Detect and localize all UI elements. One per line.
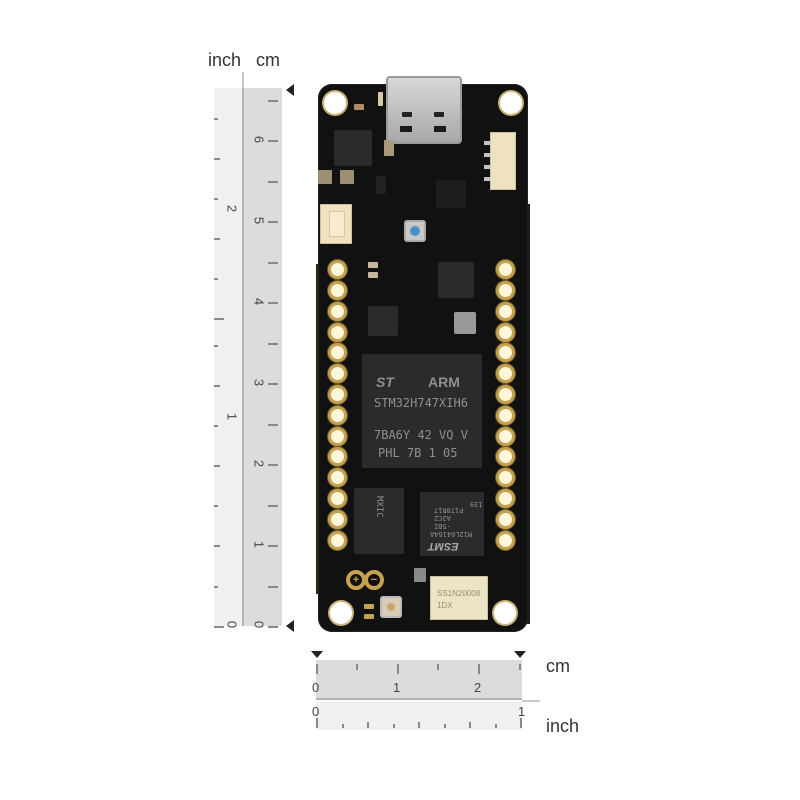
mcu-part-number: STM32H747XIH6 xyxy=(374,396,468,410)
pcb-board: ST ARM STM32H747XIH6 7BA6Y 42 VQ V PHL 7… xyxy=(316,76,530,632)
sdram-line2: -5BI xyxy=(434,522,451,530)
arduino-logo-icon: + − xyxy=(346,570,386,590)
hruler-left-marker-icon xyxy=(311,651,323,658)
vruler-cm-3: 3 xyxy=(251,378,267,387)
vruler-inch-label: inch xyxy=(208,50,242,70)
capacitor xyxy=(318,170,332,184)
flash-brand: MXIC xyxy=(374,496,384,518)
sdram-line1: M12L64164A xyxy=(430,530,473,538)
hruler-right-marker-icon xyxy=(514,651,526,658)
small-chip-silver xyxy=(454,312,476,334)
vruler-inch-1: 1 xyxy=(224,412,240,421)
vruler-cm-6: 6 xyxy=(251,135,267,144)
mounting-hole-bottom-right xyxy=(494,602,516,624)
smd-component xyxy=(368,272,378,278)
mcu-marking-line2: 7BA6Y 42 VQ V xyxy=(374,428,468,442)
hruler-inch-0: 0 xyxy=(312,704,320,719)
wireless-module: SS1N20008 1DX xyxy=(430,576,488,620)
vruler-top-marker-icon xyxy=(286,84,294,96)
bga-pmic xyxy=(436,180,466,208)
vruler-bottom-marker-icon xyxy=(286,620,294,632)
hruler-inch-label: inch xyxy=(546,716,580,736)
vruler-cm-0: 0 xyxy=(251,620,267,629)
capacitor xyxy=(340,170,354,184)
jst-connector-left xyxy=(320,204,352,244)
qfn-chip-top-left xyxy=(334,130,372,166)
hruler-cm-label: cm xyxy=(546,656,570,676)
vruler-inch-2: 2 xyxy=(224,204,240,213)
arm-logo: ARM xyxy=(428,374,460,390)
jst-connector-right xyxy=(484,132,516,190)
mounting-hole-bottom-left xyxy=(330,602,352,624)
module-line1: SS1N20008 xyxy=(437,589,481,598)
diode xyxy=(376,176,386,194)
flash-chip: MXIC xyxy=(354,488,404,554)
inductor xyxy=(414,568,426,582)
usb-c-connector xyxy=(386,76,462,144)
vruler-cm-scale xyxy=(242,88,282,628)
st-logo: ST xyxy=(376,374,394,390)
button-cap xyxy=(410,226,420,236)
vruler-cm-1: 1 xyxy=(251,540,267,549)
vruler-cm-4: 4 xyxy=(251,297,267,306)
module-line2: 1DX xyxy=(437,601,453,610)
vruler-cm-2: 2 xyxy=(251,459,267,468)
hruler-cm-2: 2 xyxy=(474,680,482,695)
ufl-antenna-connector xyxy=(380,596,402,618)
hruler-inch-1: 1 xyxy=(518,704,526,719)
sdram-line5: 139 xyxy=(470,500,483,508)
sdram-line4: P178R17 xyxy=(434,506,464,514)
hruler-cm-1: 1 xyxy=(393,680,401,695)
hruler-divider xyxy=(522,700,540,702)
qfn-chip-mid-left xyxy=(368,306,398,336)
mounting-hole-top-right xyxy=(500,92,522,114)
board-edge-right xyxy=(527,204,530,624)
vruler-inch-scale xyxy=(214,88,242,626)
mounting-hole-top-left xyxy=(324,92,346,114)
smd-component xyxy=(354,104,364,110)
smd-pad xyxy=(364,614,374,619)
vruler-inch-0: 0 xyxy=(224,620,240,629)
sdram-chip: 139 P178R17 A2C2 -5BI M12L64164A ESMT xyxy=(420,492,484,556)
hruler-cm-0: 0 xyxy=(312,680,320,695)
sdram-brand: ESMT xyxy=(428,540,459,552)
vruler-cm-label: cm xyxy=(256,50,280,70)
stm32-mcu: ST ARM STM32H747XIH6 7BA6Y 42 VQ V PHL 7… xyxy=(362,354,482,468)
board-edge-left xyxy=(316,264,319,594)
reset-button[interactable] xyxy=(404,220,426,242)
led-indicator xyxy=(378,92,383,106)
sdram-line3: A2C2 xyxy=(434,514,451,522)
hruler-cm-scale xyxy=(316,660,522,700)
smd-component xyxy=(368,262,378,268)
vruler-divider xyxy=(242,72,244,88)
inductor xyxy=(384,140,394,156)
mcu-marking-line3: PHL 7B 1 05 xyxy=(378,446,458,460)
qfn-chip-mid-right xyxy=(438,262,474,298)
vruler-cm-5: 5 xyxy=(251,216,267,225)
smd-pad xyxy=(364,604,374,609)
